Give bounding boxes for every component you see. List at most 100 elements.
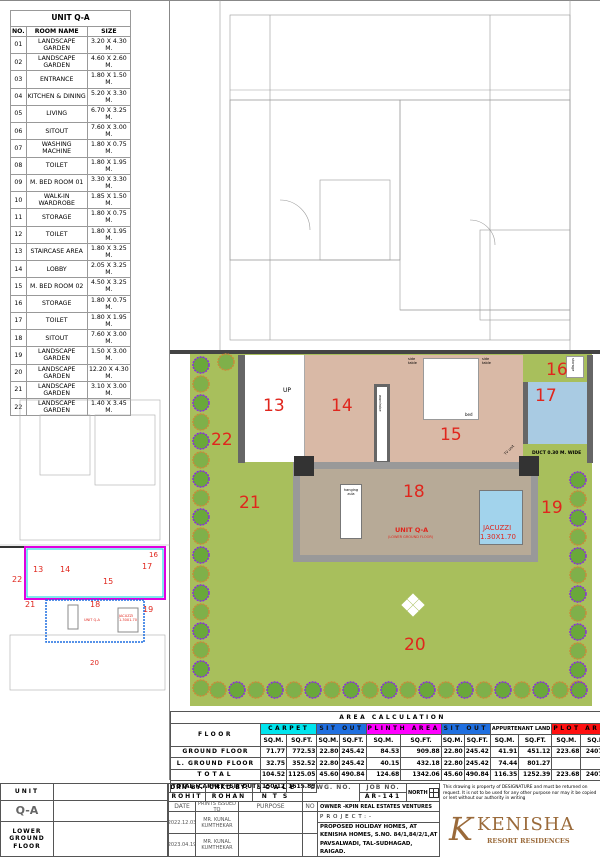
room-name: SITOUT	[25, 328, 88, 348]
tree-icon	[192, 470, 210, 488]
room-no: 10	[10, 190, 27, 210]
unit-header: SQ.M.	[259, 734, 288, 747]
room-name: LOBBY	[25, 259, 88, 279]
print-no	[302, 811, 318, 834]
area-value: 1342.06	[400, 768, 442, 781]
column	[519, 456, 539, 476]
hanging-zula	[340, 484, 362, 539]
unit-blank	[53, 800, 168, 822]
upper-floor-outline	[219, 0, 571, 352]
tree-icon	[569, 528, 587, 546]
area-value: 245.42	[463, 745, 491, 758]
area-value: 801.27	[518, 757, 553, 770]
tree-icon	[569, 566, 587, 584]
area-group-header: APPURTENANT LAND	[489, 722, 553, 735]
tree-icon	[569, 585, 587, 603]
unit-header: SQ.M.	[551, 734, 582, 747]
area-group-header: PLINTH AREA	[365, 722, 442, 735]
print-to: MR. KUNAL KUMTHEKAR	[195, 811, 239, 834]
dwg-no-label: DWG. NO.	[302, 783, 360, 802]
col-size: SIZE	[86, 25, 132, 37]
tree-icon	[192, 508, 210, 526]
print-purpose	[238, 833, 303, 857]
unit-header: SQ.FT.	[400, 734, 442, 747]
area-value: 2407.69	[580, 768, 600, 781]
room-size: 5.20 X 3.30 M.	[86, 87, 132, 106]
logo-text: KENISHA	[477, 814, 575, 835]
area-value: 223.68	[551, 745, 582, 758]
room-22: 22	[211, 430, 233, 450]
label-jacuzzi: JACUZZI	[483, 524, 512, 532]
print-to: MR. KUNAL KUMTHEKAR	[195, 833, 239, 857]
label-bed: bed	[465, 412, 473, 417]
room-size: 1.80 X 1.95 M.	[86, 311, 132, 331]
key-21: 21	[25, 600, 36, 609]
unit-header: SQ.M.	[316, 734, 341, 747]
room-size: 12.20 X 4.30 M.	[86, 363, 132, 382]
key-15: 15	[103, 577, 114, 586]
tree-icon	[323, 681, 341, 699]
project-address: PROPOSED HOLIDAY HOMES, AT KENISHA HOMES…	[317, 822, 440, 857]
room-no: 19	[10, 346, 27, 365]
room-size: 1.80 X 0.75 M.	[86, 208, 132, 227]
key-unit-label: UNIT Q-A	[84, 618, 100, 622]
north-indicator: NORTH	[406, 783, 440, 802]
tree-icon	[192, 641, 210, 659]
key-22: 22	[12, 575, 23, 584]
area-value	[551, 757, 582, 770]
tree-icon	[513, 681, 531, 699]
label-side-table: side table	[408, 357, 417, 365]
room-size: 7.60 X 3.00 M.	[86, 121, 132, 141]
room-name: TOILET	[25, 225, 88, 244]
storage-16	[566, 356, 584, 378]
key-plan	[0, 399, 170, 691]
tree-icon	[569, 623, 587, 641]
tree-icon	[192, 432, 210, 450]
label-wardrobe: wardrobe	[378, 395, 382, 412]
key-18: 18	[90, 600, 101, 609]
room-name: SITOUT	[25, 121, 88, 141]
kenisha-logo: K KENISHA RESORT RESIDENCES	[447, 808, 597, 853]
room-no: 03	[10, 70, 27, 89]
area-title: AREA CALCULATION	[169, 711, 600, 724]
tree-icon	[192, 451, 210, 469]
room-no: 09	[10, 173, 27, 193]
tree-icon	[192, 679, 210, 697]
tree-icon	[456, 681, 474, 699]
room-name: TOILET	[25, 156, 88, 175]
tree-icon	[569, 490, 587, 508]
tree-icon	[192, 546, 210, 564]
area-value: 74.44	[489, 757, 520, 770]
label-storage: storage	[571, 358, 575, 372]
room-name: M. BED ROOM 02	[25, 277, 88, 296]
room-16: 16	[546, 360, 568, 380]
room-18: 18	[403, 482, 425, 502]
tree-icon	[192, 394, 210, 412]
area-value: 22.80	[316, 757, 341, 770]
room-size: 1.80 X 1.95 M.	[86, 156, 132, 175]
label-jacuzzi-size: 1.30X1.70	[480, 533, 516, 541]
room-no: 17	[10, 311, 27, 331]
tree-icon	[192, 375, 210, 393]
room-name: LANDSCAPE GARDEN	[25, 346, 88, 365]
room-no: 13	[10, 242, 27, 262]
unit-header: SQ.FT.	[286, 734, 318, 747]
room-size: 4.60 X 2.60 M.	[86, 52, 132, 72]
tree-icon	[569, 547, 587, 565]
area-value: 116.35	[489, 768, 520, 781]
outdoor-table-icon	[401, 593, 425, 617]
area-value: 245.42	[463, 757, 491, 770]
tree-icon	[342, 681, 360, 699]
tree-icon	[217, 353, 235, 371]
tree-icon	[192, 565, 210, 583]
unit-header: SQ.FT.	[580, 734, 600, 747]
unit-header: SQ.FT.	[518, 734, 553, 747]
room-size: 1.80 X 0.75 M.	[86, 139, 132, 158]
